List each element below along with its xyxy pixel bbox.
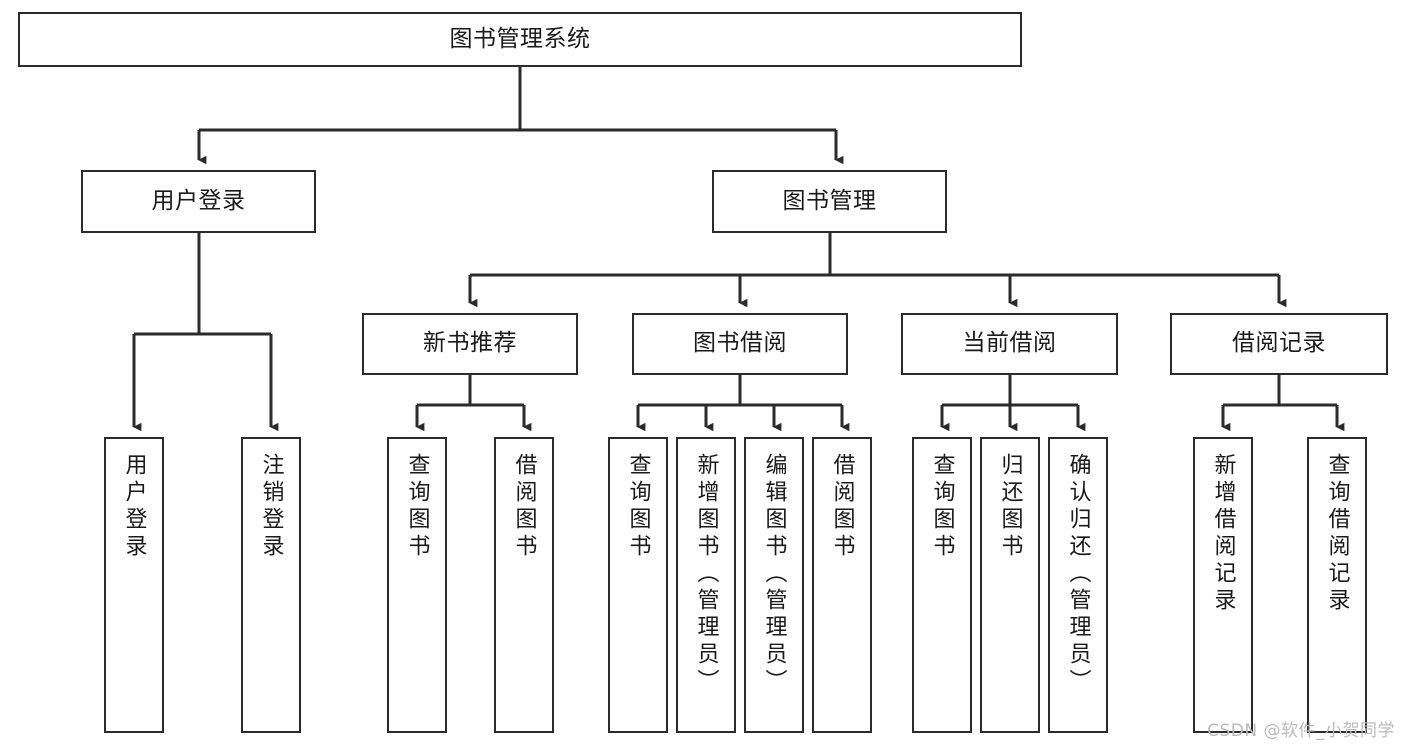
leaf-add-borrow-record[interactable]: 新增借阅记录 [1193,437,1253,733]
node-label: 新增图书（管理员） [693,453,719,696]
node-label: 借阅图书 [511,453,537,561]
node-label: 借阅记录 [1232,330,1326,357]
node-label: 查询图书 [625,453,651,561]
node-label: 查询图书 [929,453,955,561]
leaf-borrow-book[interactable]: 借阅图书 [812,437,872,733]
leaf-query-borrow-record[interactable]: 查询借阅记录 [1307,437,1367,733]
leaf-query-book-current[interactable]: 查询图书 [912,437,972,733]
node-new-book-recommend[interactable]: 新书推荐 [362,313,578,375]
node-label: 编辑图书（管理员） [761,453,787,696]
node-book-management[interactable]: 图书管理 [712,170,947,233]
leaf-logout[interactable]: 注销登录 [241,437,301,733]
node-label: 注销登录 [258,453,284,561]
node-label: 归还图书 [997,453,1023,561]
node-label: 图书借阅 [693,330,787,357]
leaf-query-book-borrow[interactable]: 查询图书 [608,437,668,733]
leaf-query-book-recommend[interactable]: 查询图书 [387,437,447,733]
node-label: 借阅图书 [829,453,855,561]
node-label: 查询借阅记录 [1324,453,1350,615]
node-label: 图书管理系统 [449,25,591,52]
node-label: 用户登录 [151,187,246,214]
node-label: 当前借阅 [962,330,1057,357]
node-label: 图书管理 [782,187,877,214]
node-label: 新增借阅记录 [1210,453,1236,615]
leaf-confirm-return-admin[interactable]: 确认归还（管理员） [1048,437,1108,733]
leaf-add-book-admin[interactable]: 新增图书（管理员） [676,437,736,733]
node-user-login[interactable]: 用户登录 [81,170,316,233]
node-label: 确认归还（管理员） [1065,453,1091,696]
node-borrow-record[interactable]: 借阅记录 [1170,313,1388,375]
node-book-borrow[interactable]: 图书借阅 [632,313,848,375]
leaf-user-login[interactable]: 用户登录 [104,437,164,733]
leaf-borrow-book-recommend[interactable]: 借阅图书 [494,437,554,733]
node-root-book-management-system[interactable]: 图书管理系统 [18,12,1022,67]
node-label: 新书推荐 [423,330,517,357]
watermark-csdn: CSDN @软件_小贺同学 [1207,721,1395,741]
leaf-return-book[interactable]: 归还图书 [980,437,1040,733]
node-label: 用户登录 [121,453,147,561]
leaf-edit-book-admin[interactable]: 编辑图书（管理员） [744,437,804,733]
node-current-borrow[interactable]: 当前借阅 [901,313,1118,375]
node-label: 查询图书 [404,453,430,561]
